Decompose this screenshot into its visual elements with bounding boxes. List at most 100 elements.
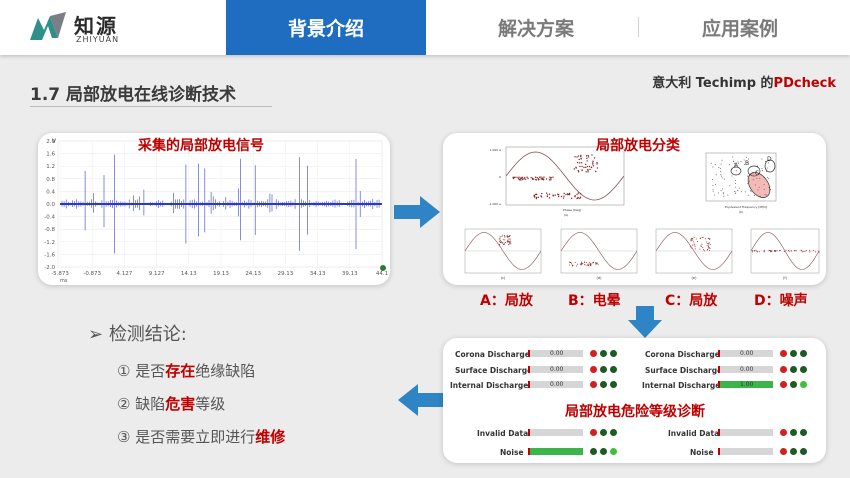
svg-text:(d): (d) bbox=[597, 276, 603, 280]
conclusion-item-1: ① 是否存在绝缘缺陷 bbox=[117, 362, 256, 380]
svg-text:(e): (e) bbox=[692, 276, 698, 280]
bullet-arrow-icon: ➢ bbox=[88, 324, 109, 345]
diag-indicators-noise-left bbox=[590, 448, 617, 455]
conclusion-item-3: ③ 是否需要立即进行维修 bbox=[117, 428, 286, 446]
diag-label-surface-right: Surface Discharges bbox=[645, 366, 727, 375]
diag-indicators-surface-right bbox=[780, 366, 807, 373]
svg-text:(a): (a) bbox=[564, 213, 568, 217]
diag-bar-corona-right bbox=[718, 350, 773, 357]
diag-label-corona-right: Corona Discharges bbox=[645, 350, 725, 359]
diag-indicators-internal-right bbox=[780, 381, 807, 388]
diag-indicators-corona-right bbox=[780, 350, 807, 357]
diag-label-surface-left: Surface Discharges bbox=[455, 366, 537, 375]
diagnosis-panel bbox=[443, 338, 826, 463]
svg-text:Phase [Deg]: Phase [Deg] bbox=[563, 208, 581, 212]
tab-background[interactable]: 背景介绍 bbox=[226, 0, 426, 55]
svg-text:(f): (f) bbox=[783, 276, 788, 280]
signal-y-tick: 2.0 bbox=[46, 139, 55, 145]
tab-solution[interactable]: 解决方案 bbox=[497, 18, 574, 40]
diag-bar-invalid-right bbox=[718, 429, 773, 436]
svg-text:(b): (b) bbox=[739, 210, 743, 214]
signal-x-tick: 9.127 bbox=[149, 271, 165, 277]
signal-y-tick: -0.8 bbox=[44, 227, 55, 233]
diag-value-internal-right: 1.00 bbox=[740, 381, 754, 388]
class-label-d: D：噪声 bbox=[754, 293, 808, 309]
signal-unit-top: V bbox=[52, 138, 57, 145]
diag-bar-surface-left bbox=[528, 366, 583, 373]
signal-x-tick: 29.13 bbox=[278, 271, 294, 277]
diag-bar-surface-right bbox=[718, 366, 773, 373]
prpd-small-plots: (c) (d) (e) (f) bbox=[464, 228, 820, 280]
conclusion-item-2: ② 缺陷危害等级 bbox=[117, 395, 226, 413]
class-label-b: B：电晕 bbox=[568, 293, 621, 309]
signal-y-tick: -1.2 bbox=[44, 240, 55, 246]
svg-text:-1.000 e: -1.000 e bbox=[489, 202, 502, 206]
signal-trace bbox=[60, 154, 382, 254]
signal-y-tick: -0.4 bbox=[44, 215, 55, 221]
diag-label-internal-left: Internal Discharges bbox=[450, 381, 533, 390]
diag-label-internal-right: Internal Discharges bbox=[642, 381, 725, 390]
svg-text:1.000 e: 1.000 e bbox=[490, 148, 502, 152]
signal-x-tick: 19.13 bbox=[213, 271, 229, 277]
diag-value-corona-left: 0.00 bbox=[550, 350, 564, 357]
diag-indicators-invalid-left bbox=[590, 429, 617, 436]
signal-unit-bottom: ms bbox=[60, 278, 68, 284]
diag-label-corona-left: Corona Discharges bbox=[455, 350, 535, 359]
signal-cursor-handle[interactable] bbox=[380, 265, 386, 271]
signal-chart: 2.01.61.20.80.40.0-0.4-0.8-1.2-1.6-2.0 -… bbox=[44, 138, 388, 284]
diag-value-surface-right: 0.00 bbox=[740, 366, 754, 373]
source-product: PDcheck bbox=[773, 76, 836, 91]
header-bar: 知源 ZHIYUAN 背景介绍 解决方案 应用案例 bbox=[0, 0, 850, 55]
signal-y-tick: 0.4 bbox=[46, 189, 55, 195]
diag-value-internal-left: 0.00 bbox=[550, 381, 564, 388]
diag-bar-internal-right bbox=[718, 381, 773, 388]
prpd-plot-a: 1.000 e 0 -1.000 e Phase [Deg] (a) bbox=[489, 146, 625, 217]
signal-x-tick: 34.13 bbox=[310, 271, 326, 277]
signal-y-tick: -2.0 bbox=[44, 265, 55, 271]
diag-value-surface-left: 0.00 bbox=[550, 366, 564, 373]
diag-bar-corona-left bbox=[528, 350, 583, 357]
diag-bar-internal-left bbox=[528, 381, 583, 388]
signal-y-tick: -1.6 bbox=[44, 252, 55, 258]
signal-x-tick: 24.13 bbox=[245, 271, 261, 277]
signal-x-tick: -0.873 bbox=[83, 271, 101, 277]
classification-panel-title: 局部放电分类 bbox=[596, 138, 680, 154]
signal-x-tick: 39.13 bbox=[342, 271, 358, 277]
tab-divider bbox=[638, 17, 639, 37]
svg-text:(c): (c) bbox=[501, 276, 506, 280]
tab-cases[interactable]: 应用案例 bbox=[701, 18, 778, 40]
signal-y-ticks: 2.01.61.20.80.40.0-0.4-0.8-1.2-1.6-2.0 bbox=[44, 139, 55, 271]
logo-mark-icon bbox=[30, 12, 66, 40]
signal-x-tick: -5.873 bbox=[51, 271, 69, 277]
diag-bar-invalid-left bbox=[528, 429, 583, 436]
logo-text-en: ZHIYUAN bbox=[76, 35, 120, 44]
diag-label-noise-left: Noise bbox=[500, 448, 524, 457]
source-prefix: 意大利 Techimp 的 bbox=[652, 76, 774, 91]
diag-indicators-corona-left bbox=[590, 350, 617, 357]
signal-panel-title: 采集的局部放电信号 bbox=[138, 138, 264, 154]
svg-text:C: C bbox=[755, 170, 759, 177]
diag-label-invalid-right: Invalid Data bbox=[668, 429, 720, 438]
svg-text:Equivalent Frequency [MHz]: Equivalent Frequency [MHz] bbox=[725, 205, 767, 209]
signal-y-tick: 1.6 bbox=[46, 152, 55, 158]
svg-text:D: D bbox=[767, 156, 772, 163]
logo: 知源 ZHIYUAN bbox=[30, 8, 150, 48]
class-label-c: C：局放 bbox=[665, 293, 718, 309]
diag-indicators-noise-right bbox=[780, 448, 807, 455]
classification-plots: 1.000 e 0 -1.000 e Phase [Deg] (a) A B D… bbox=[464, 146, 820, 280]
logo-text-cn: 知源 bbox=[74, 14, 118, 38]
arrow-right-icon bbox=[394, 196, 440, 228]
signal-x-tick: 14.13 bbox=[181, 271, 197, 277]
svg-text:0: 0 bbox=[499, 175, 501, 179]
classification-panel: 1.000 e 0 -1.000 e Phase [Deg] (a) A B D… bbox=[443, 133, 826, 285]
diag-indicators-surface-left bbox=[590, 366, 617, 373]
diagnosis-panel-title: 局部放电危险等级诊断 bbox=[565, 404, 705, 420]
svg-text:A: A bbox=[734, 162, 739, 169]
diag-indicators-invalid-right bbox=[780, 429, 807, 436]
signal-y-tick: 0.0 bbox=[46, 202, 55, 208]
diag-bar-noise-right bbox=[718, 448, 773, 455]
svg-text:B: B bbox=[745, 160, 749, 167]
diag-label-invalid-left: Invalid Data bbox=[477, 429, 529, 438]
